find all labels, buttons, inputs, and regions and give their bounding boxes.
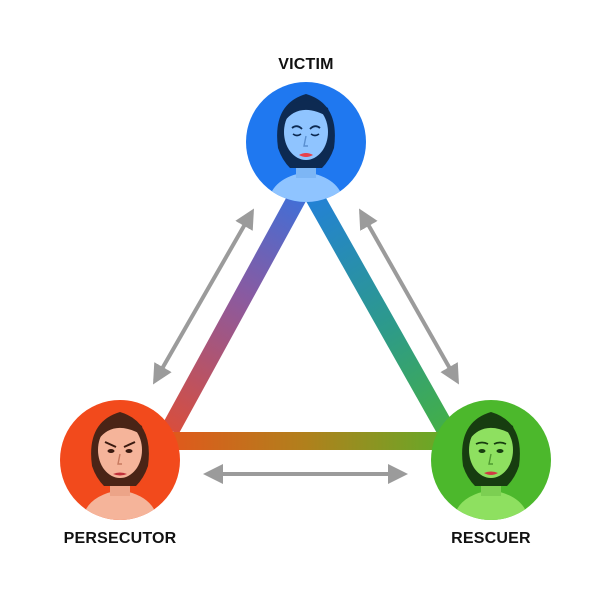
triangle-edges [161,191,455,450]
sad-woman-face-icon [268,94,344,202]
persecutor-label: PERSECUTOR [63,530,177,547]
edge-victim-rescuer [305,191,455,435]
relationship-arrows [153,208,459,484]
victim-label: VICTIM [278,56,334,73]
calm-woman-face-icon [453,412,529,520]
edge-persecutor-victim [161,191,307,435]
rescuer-label: RESCUER [451,530,531,547]
double-arrow-persecutor-victim [153,208,254,385]
persecutor-node [60,400,180,520]
double-arrow-victim-rescuer [359,208,459,385]
victim-node [246,82,366,202]
angry-woman-face-icon [82,412,158,520]
rescuer-node [431,400,551,520]
